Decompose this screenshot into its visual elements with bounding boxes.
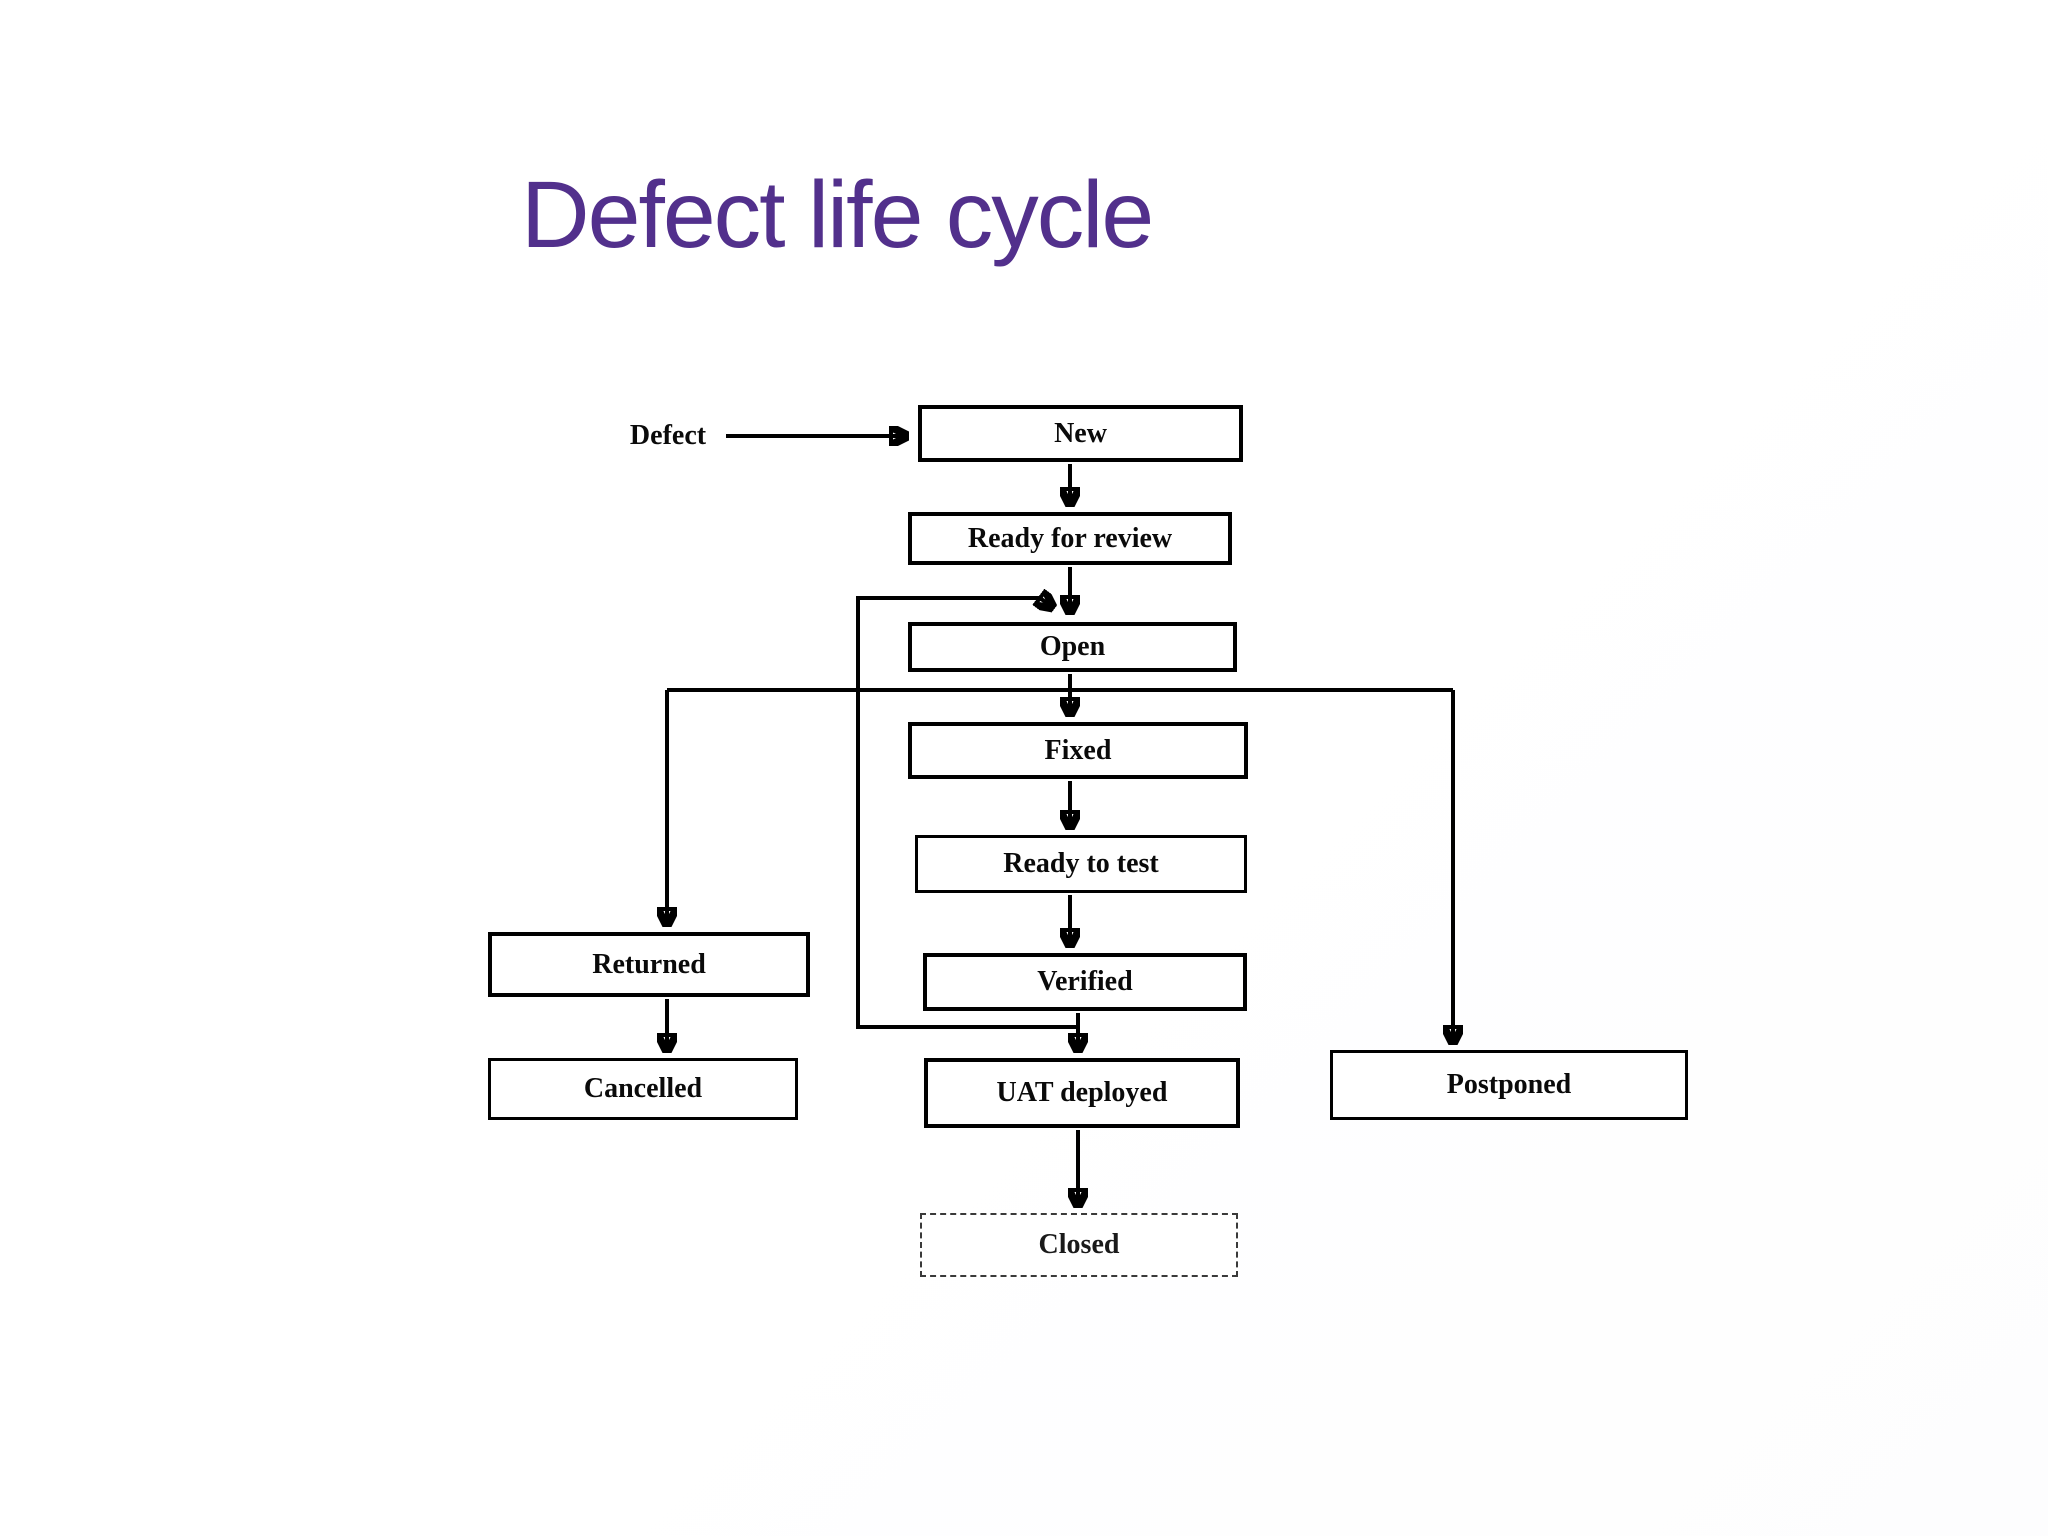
edge-verified-open-loop <box>856 596 1078 1029</box>
node-returned: Returned <box>488 932 810 997</box>
slide-title: Defect life cycle <box>521 162 1154 268</box>
source-label-defect: Defect <box>629 420 707 451</box>
node-fixed: Fixed <box>908 722 1248 779</box>
edge-verified-open-loop-head <box>1040 598 1052 607</box>
node-ready-to-test: Ready to test <box>915 835 1247 893</box>
node-verified: Verified <box>923 953 1247 1011</box>
node-cancelled: Cancelled <box>488 1058 798 1120</box>
node-uat-deployed: UAT deployed <box>924 1058 1240 1128</box>
node-open: Open <box>908 622 1237 672</box>
node-new: New <box>918 405 1243 462</box>
node-closed: Closed <box>920 1213 1238 1277</box>
node-ready-for-review: Ready for review <box>908 512 1232 565</box>
node-postponed: Postponed <box>1330 1050 1688 1120</box>
